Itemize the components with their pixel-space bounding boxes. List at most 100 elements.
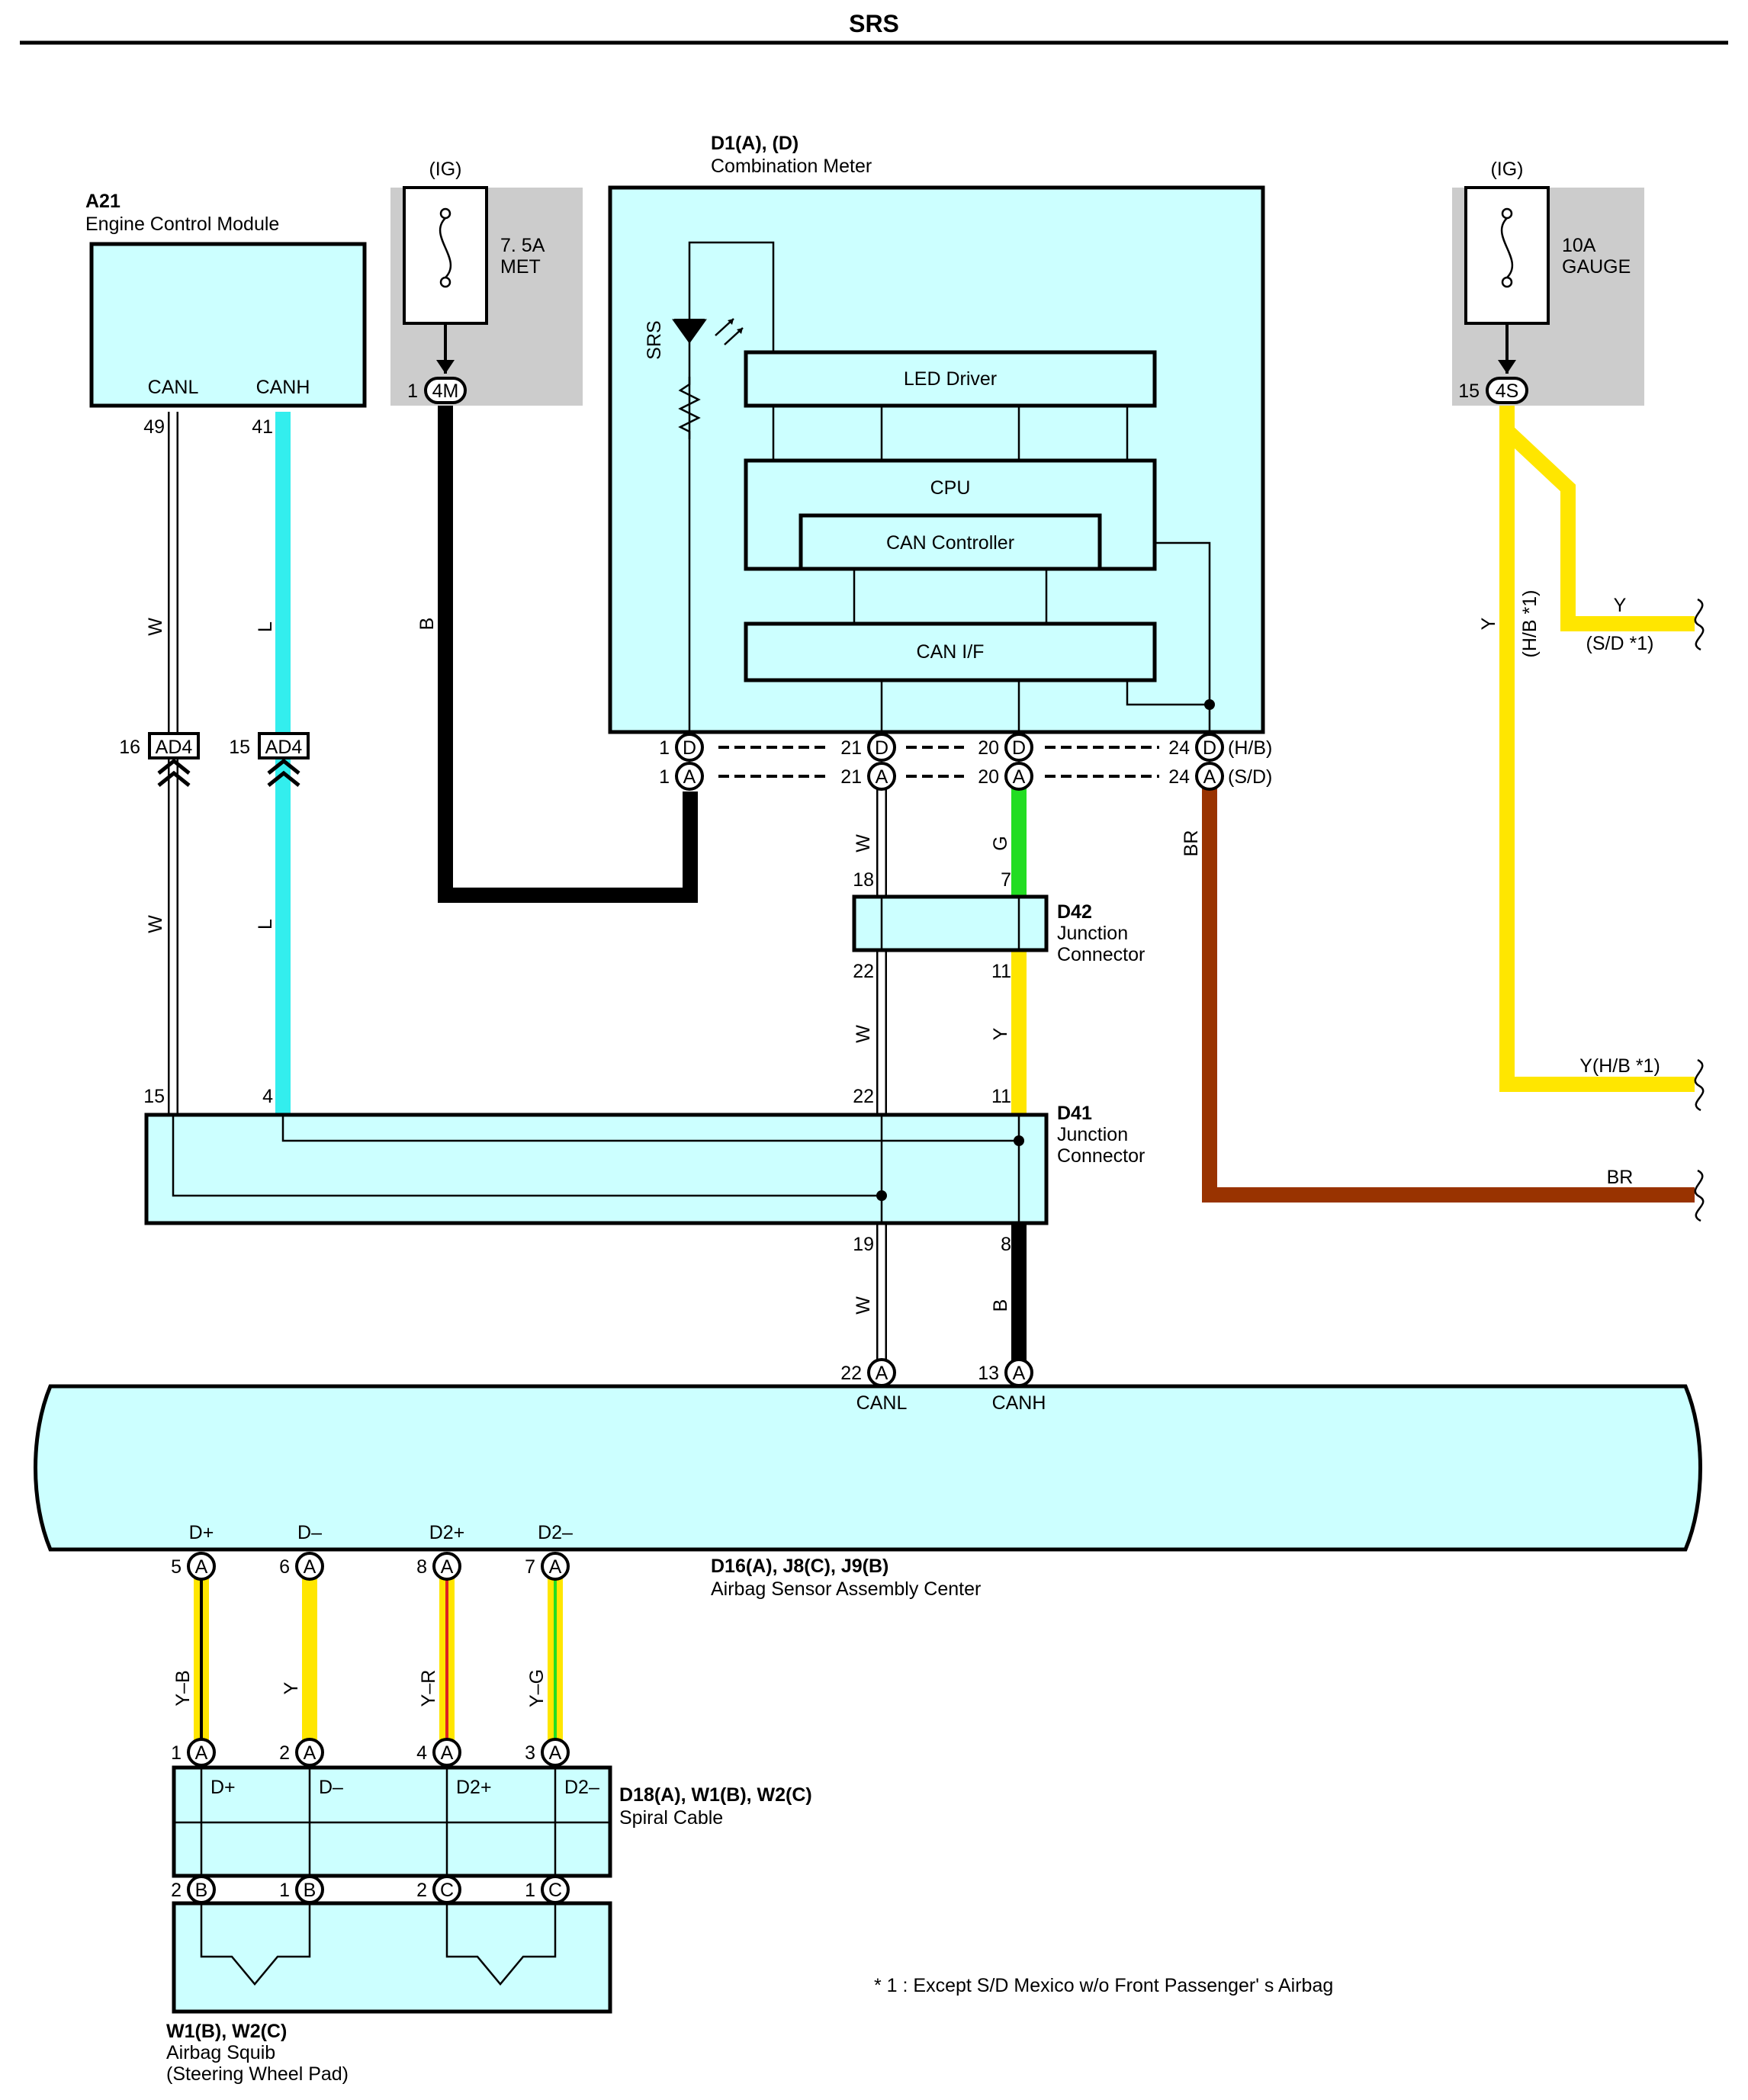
ecm-code: A21 xyxy=(85,191,120,212)
wire-label-w4: W xyxy=(853,1025,874,1043)
center-conn-4: A xyxy=(549,1556,562,1578)
ad4-w-code: AD4 xyxy=(156,737,193,758)
spiral-bottom-pin-2: 1 xyxy=(279,1880,290,1901)
meter-pin24-a: A xyxy=(1203,766,1216,788)
meter-pins: D 1 A 1 D 21 A 21 D 20 A 20 D 24 (H/B) A… xyxy=(659,733,1272,791)
d41-pin8: 8 xyxy=(1001,1234,1011,1255)
d42-code: D42 xyxy=(1057,901,1092,923)
fuse-gauge-pin: 15 xyxy=(1458,381,1480,402)
d42-pin18: 18 xyxy=(853,869,874,891)
center-pin-1: 5 xyxy=(171,1556,182,1578)
spiral-bottom-conn-1: B xyxy=(195,1880,208,1901)
wire-label-y-right: Y xyxy=(1614,595,1627,616)
center-dminus: D– xyxy=(297,1522,322,1543)
center-conn-2: A xyxy=(304,1556,317,1578)
wire-label-g: G xyxy=(990,836,1011,850)
meter-pin24-sd: (S/D) xyxy=(1228,766,1272,788)
wire-label-l2: L xyxy=(255,919,276,930)
meter-pin21-a-num: 21 xyxy=(840,766,862,788)
airbag-sensor-assembly-center: A 22 A 13 CANL CANH D+ D– D2+ D2– A 5 A … xyxy=(34,1358,1702,1600)
airbag-squib: W1(B), W2(C) Airbag Squib (Steering Whee… xyxy=(166,1901,612,2085)
wire-label-sd-note: (S/D *1) xyxy=(1586,633,1654,654)
center-canh-conn: A xyxy=(1013,1363,1026,1384)
center-d2minus: D2– xyxy=(538,1522,573,1543)
meter-pin20-a-num: 20 xyxy=(978,766,999,788)
spiral-bottom-conn-4: C xyxy=(548,1880,562,1901)
d41-pin11: 11 xyxy=(991,1086,1011,1107)
meter-pin24-d: D xyxy=(1203,737,1216,759)
spiral-bottom-conn-3: C xyxy=(440,1880,454,1901)
ecm-canh-pin: 41 xyxy=(252,416,273,438)
wire-label-w2: W xyxy=(145,915,166,933)
d42-name-2: Connector xyxy=(1057,944,1145,965)
junction-connector-d42: 18 7 D42 Junction Connector 22 11 xyxy=(852,869,1145,982)
center-canl-pin: 22 xyxy=(840,1363,862,1384)
spiral-label-d2minus: D2– xyxy=(564,1777,599,1798)
center-pin-3: 8 xyxy=(416,1556,427,1578)
spiral-cable: A 1 A 2 A 4 A 3 D+ D– D2+ D2– D18(A), W1… xyxy=(171,1738,812,1904)
wires xyxy=(168,404,1695,1750)
wire-met-black xyxy=(438,404,698,903)
spiral-bottom-pin-1: 2 xyxy=(171,1880,182,1901)
meter-pin1-a: A xyxy=(683,766,696,788)
center-conn-3: A xyxy=(441,1556,454,1578)
d42-pin7: 7 xyxy=(1001,869,1011,891)
wire-label-w3: W xyxy=(853,834,874,853)
spiral-top-pin-4: 3 xyxy=(525,1742,535,1764)
meter-pin1-d-num: 1 xyxy=(659,737,670,759)
center-name: Airbag Sensor Assembly Center xyxy=(711,1578,981,1600)
spiral-bottom-pin-4: 1 xyxy=(525,1880,535,1901)
engine-control-module: A21 Engine Control Module CANL CANH 49 4… xyxy=(85,191,367,438)
meter-pin1-a-num: 1 xyxy=(659,766,670,788)
meter-led-driver: LED Driver xyxy=(904,368,997,390)
center-conn-1: A xyxy=(195,1556,208,1578)
spiral-name: Spiral Cable xyxy=(619,1807,723,1829)
wire-label-yb: Y–B xyxy=(172,1670,194,1706)
fuse-met-pin: 1 xyxy=(407,381,418,402)
d42-pin11: 11 xyxy=(991,961,1011,982)
wire-label-y-hb-right: Y(H/B *1) xyxy=(1579,1055,1660,1077)
wire-label-l1: L xyxy=(255,621,276,632)
spiral-top-pin-1: 1 xyxy=(171,1742,182,1764)
wire-break-icon xyxy=(1694,1058,1705,1112)
wire-label-b1: B xyxy=(416,618,438,631)
wire-label-yr: Y–R xyxy=(418,1670,439,1707)
ecm-canl-label: CANL xyxy=(148,377,199,398)
wire-label-hb-note: (H/B *1) xyxy=(1519,590,1541,658)
ad4-connector: AD4 16 AD4 15 xyxy=(119,732,310,787)
spiral-label-dplus: D+ xyxy=(210,1777,236,1798)
ecm-name: Engine Control Module xyxy=(85,214,279,235)
wire-label-b2: B xyxy=(990,1299,1011,1312)
wire-yellow-hb xyxy=(1499,404,1695,1092)
meter-can-if: CAN I/F xyxy=(917,641,985,663)
d42-name-1: Junction xyxy=(1057,923,1128,944)
fuse-met-name: MET xyxy=(500,256,541,278)
d41-name-1: Junction xyxy=(1057,1124,1128,1145)
wire-label-br-right: BR xyxy=(1607,1167,1634,1188)
d41-pin19: 19 xyxy=(853,1234,874,1255)
meter-can-controller: CAN Controller xyxy=(886,532,1014,554)
meter-pin24-d-num: 24 xyxy=(1168,737,1190,759)
d41-pin15: 15 xyxy=(143,1086,165,1107)
fuse-met-supply: (IG) xyxy=(429,159,461,180)
wire-label-w5: W xyxy=(853,1296,874,1315)
meter-pin24-a-num: 24 xyxy=(1168,766,1190,788)
fuse-gauge-supply: (IG) xyxy=(1490,159,1523,180)
wire-break-icon xyxy=(1694,1169,1705,1222)
meter-code: D1(A), (D) xyxy=(711,133,798,154)
spiral-bottom-conn-2: B xyxy=(304,1880,317,1901)
ecm-canh-label: CANH xyxy=(256,377,310,398)
fuse-met-rating: 7. 5A xyxy=(500,235,545,256)
meter-pin21-a: A xyxy=(876,766,888,788)
wire-break-icon xyxy=(1694,598,1705,651)
d41-pin22: 22 xyxy=(853,1086,874,1107)
center-pin-2: 6 xyxy=(279,1556,290,1578)
meter-pin20-a: A xyxy=(1013,766,1026,788)
footnote: * 1 : Except S/D Mexico w/o Front Passen… xyxy=(874,1975,1333,1996)
d41-pin4: 4 xyxy=(262,1086,273,1107)
wire-label-yg: Y–G xyxy=(526,1669,548,1707)
center-code: D16(A), J8(C), J9(B) xyxy=(711,1556,888,1577)
resistor-icon xyxy=(678,377,701,439)
d42-pin22: 22 xyxy=(853,961,874,982)
center-dplus: D+ xyxy=(189,1522,214,1543)
